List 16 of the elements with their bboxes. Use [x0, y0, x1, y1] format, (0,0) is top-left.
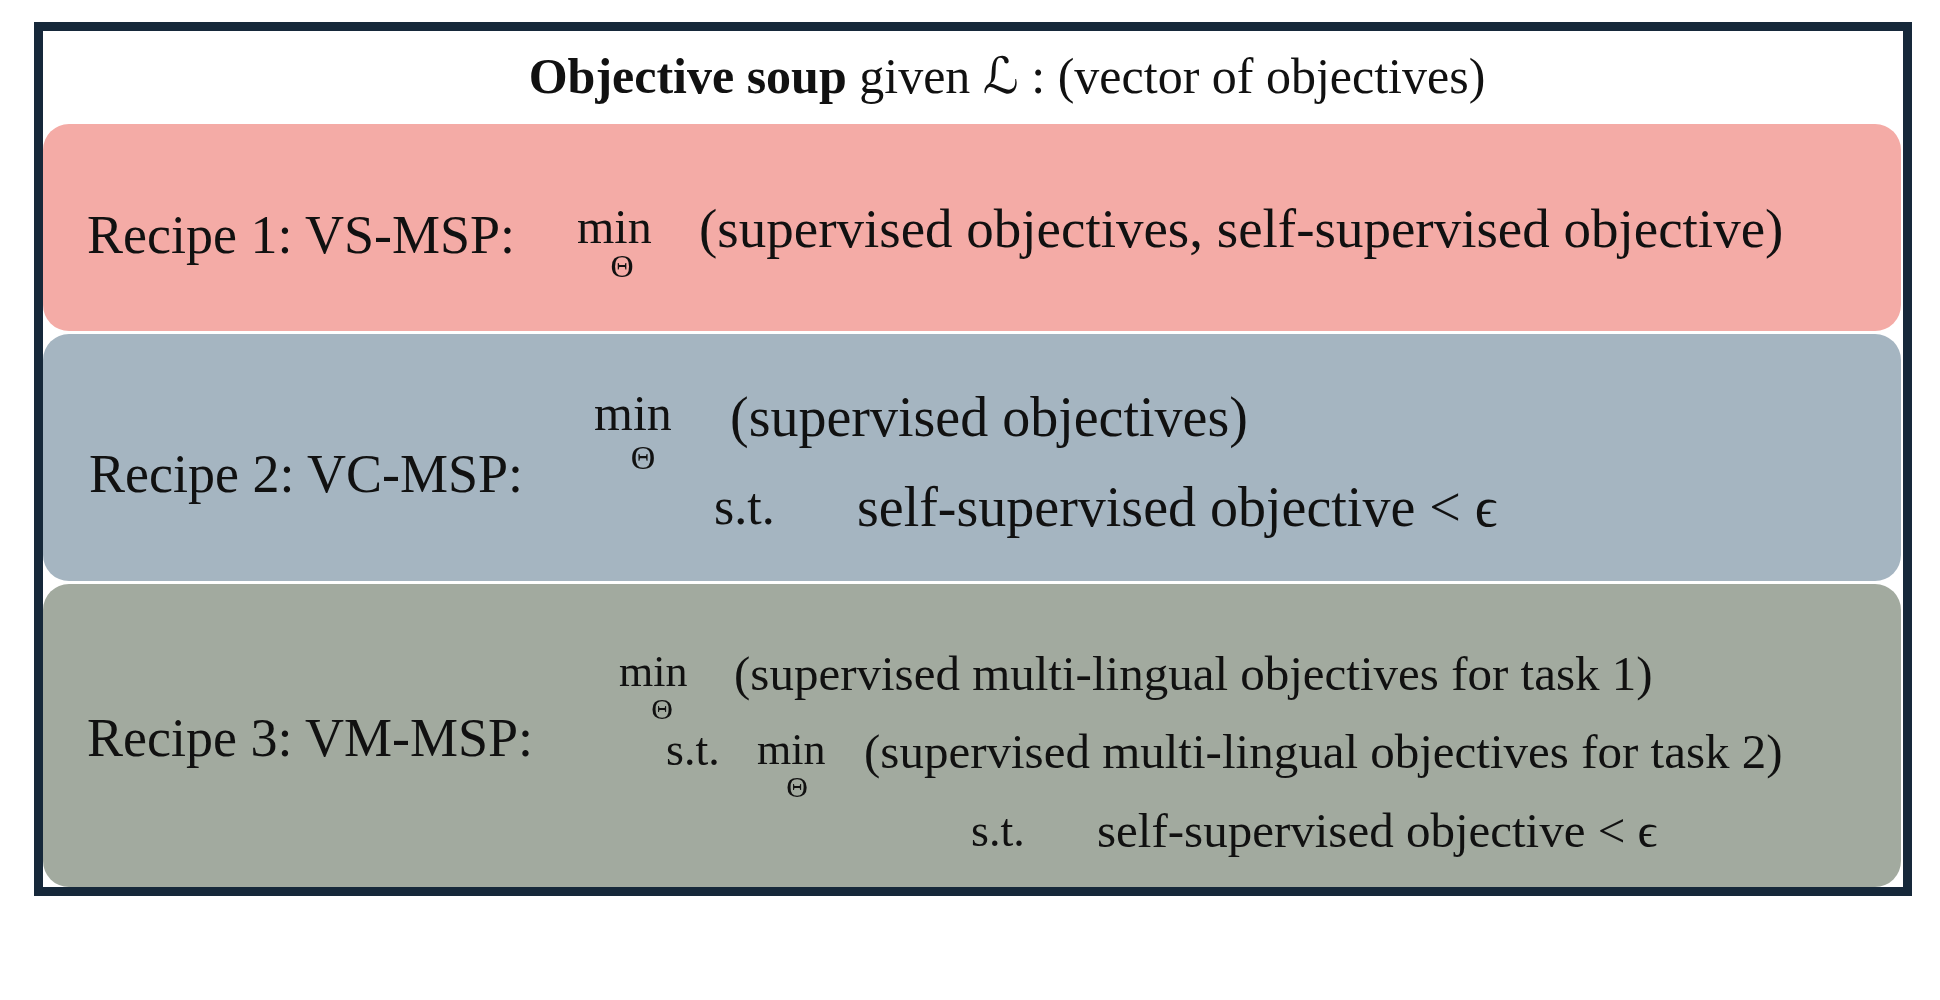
objective-expression: (supervised multi-lingual objectives for task 1) [734, 645, 1653, 703]
recipe-label: Recipe 2: VC-MSP: [89, 442, 524, 506]
outer-frame [34, 22, 1912, 896]
such-that-label: s.t. [971, 804, 1025, 858]
such-that-label: s.t. [714, 477, 775, 537]
recipe-label: Recipe 1: VS-MSP: [87, 203, 516, 267]
constraint-expression: self-supervised objective < ϵ [1097, 802, 1658, 860]
objective-expression: (supervised multi-lingual objectives for task 2) [864, 723, 1783, 781]
recipe-band [43, 584, 1901, 887]
constraint-expression: self-supervised objective < ϵ [857, 474, 1498, 540]
recipe-band [43, 334, 1901, 581]
objective-expression: (supervised objectives) [730, 384, 1248, 450]
frame-heading: Objective soup given ℒ : (vector of objectives) [528, 48, 1486, 106]
recipe-band [43, 124, 1901, 331]
recipe-label: Recipe 3: VM-MSP: [87, 706, 534, 770]
objective-expression: (supervised objectives, self-supervised objective) [699, 197, 1784, 261]
